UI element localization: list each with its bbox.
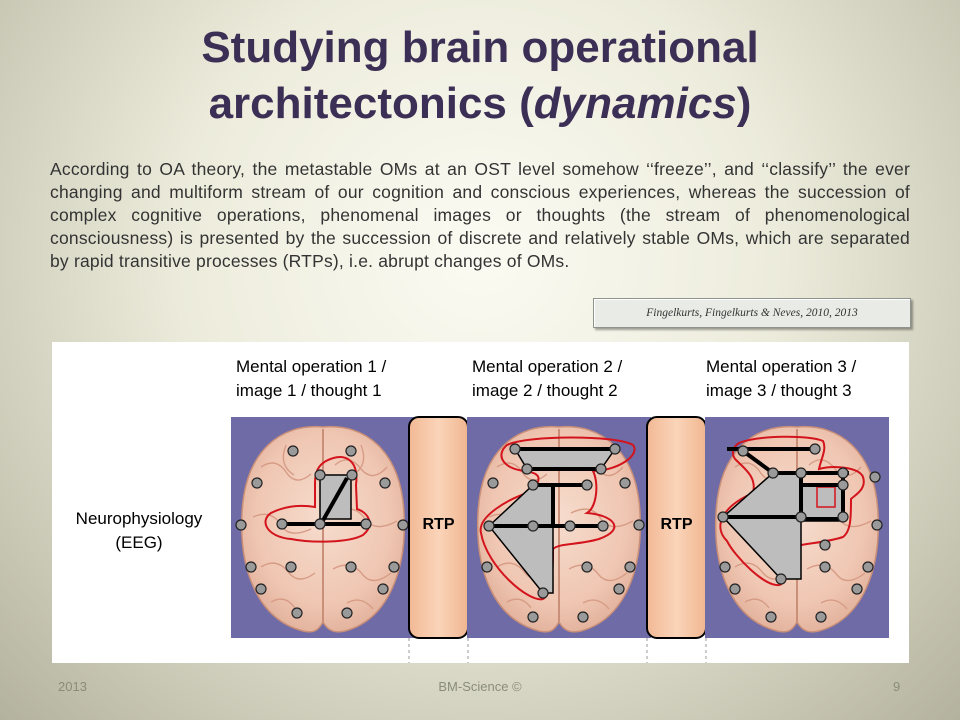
- footer-page-number: 9: [893, 679, 901, 694]
- brain-panel-3: [705, 417, 889, 638]
- om-2-links: [489, 447, 615, 528]
- om-3-nodes: [717, 443, 883, 623]
- title-italic: dynamics: [533, 79, 737, 128]
- footer-year: 2013: [58, 679, 87, 694]
- row-label-line-2: (EEG): [115, 533, 162, 552]
- operation-3-line-2: image 3 / thought 3: [706, 381, 852, 400]
- dashed-guides: [408, 638, 707, 663]
- oa-figure: Neurophysiology (EEG) Mental operation 1…: [52, 342, 909, 663]
- title-text-end: ): [736, 79, 752, 128]
- brain-panel-1: [231, 417, 415, 638]
- footer-copyright: BM-Science ©: [438, 679, 522, 694]
- operation-1-line-2: image 1 / thought 1: [236, 381, 382, 400]
- om-3-shape-left: [721, 472, 802, 580]
- panel-1-brain: [240, 425, 406, 633]
- title-line-2: architectonics (dynamics): [0, 76, 960, 132]
- row-label-line-1: Neurophysiology: [76, 509, 203, 528]
- operation-1-line-1: Mental operation 1 /: [236, 357, 387, 376]
- operation-2-line-1: Mental operation 2 /: [472, 357, 623, 376]
- rtp-block-1: RTP: [408, 416, 469, 639]
- rtp-1-label: RTP: [423, 516, 455, 533]
- body-paragraph: According to OA theory, the metastable O…: [50, 159, 910, 271]
- om-1-boundary: [264, 456, 371, 543]
- om-3-shape-right: [800, 484, 844, 522]
- title-text: architectonics (: [208, 79, 534, 128]
- om-2-shape-left: [487, 484, 554, 594]
- citation-box: Fingelkurts, Fingelkurts & Neves, 2010, …: [593, 298, 911, 328]
- brain-panel-2: [467, 417, 651, 638]
- rtp-2-label: RTP: [661, 516, 693, 533]
- operation-2-line-2: image 2 / thought 2: [472, 381, 618, 400]
- om-2-nodes: [481, 443, 645, 623]
- title-line-1: Studying brain operational: [201, 23, 759, 72]
- operation-3-line-1: Mental operation 3 /: [706, 357, 857, 376]
- rtp-block-2: RTP: [646, 416, 707, 639]
- figure-svg: Neurophysiology (EEG) Mental operation 1…: [76, 357, 889, 663]
- slide-title: Studying brain operational architectonic…: [0, 20, 960, 132]
- panel-2-brain: [476, 425, 642, 633]
- om-1-nodes: [235, 445, 409, 619]
